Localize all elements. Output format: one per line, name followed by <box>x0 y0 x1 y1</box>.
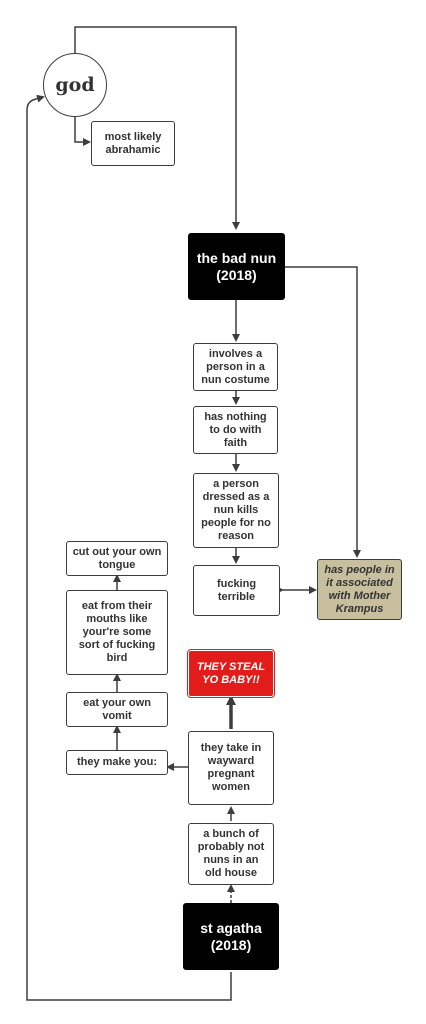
bird-label: eat from their mouths like your're some … <box>78 600 156 664</box>
costume-label: involves a person in a nun costume <box>201 347 270 386</box>
tongue-label: cut out your own tongue <box>72 545 162 571</box>
abrahamic-node: most likely abrahamic <box>91 121 175 166</box>
krampus-label: has people in it associated with Mother … <box>324 563 395 615</box>
bad-nun-label: the bad nun (2018) <box>196 249 277 283</box>
make-you-label: they make you: <box>76 756 158 768</box>
connector-bad-nun-to-krampus <box>285 266 361 558</box>
agatha-label: st agatha (2018) <box>200 919 262 953</box>
connector-god-to-abrahamic <box>74 117 91 146</box>
faith-label: has nothing to do with faith <box>204 410 267 449</box>
kills-label: a person dressed as a nun kills people f… <box>201 478 271 542</box>
take-in-node: they take in wayward pregnant women <box>188 731 274 805</box>
steal-baby-label: THEY STEAL YO BABY!! <box>196 660 266 686</box>
make-you-node: they make you: <box>66 750 168 775</box>
vomit-label: eat your own vomit <box>83 696 151 722</box>
krampus-node: has people in it associated with Mother … <box>317 559 402 620</box>
vomit-node: eat your own vomit <box>66 692 168 727</box>
terrible-node: fucking terrible <box>193 565 280 616</box>
terrible-label: fucking terrible <box>216 577 257 603</box>
bad-nun-node: the bad nun (2018) <box>188 233 285 300</box>
god-node: god <box>43 53 107 117</box>
abrahamic-label: most likely abrahamic <box>104 130 162 156</box>
connector-agatha-to-god <box>26 94 232 1001</box>
god-label: god <box>55 74 95 96</box>
connector-god-to-bad-nun <box>74 26 240 230</box>
agatha-node: st agatha (2018) <box>183 903 279 970</box>
tongue-node: cut out your own tongue <box>66 541 168 576</box>
kills-node: a person dressed as a nun kills people f… <box>193 473 279 548</box>
bird-node: eat from their mouths like your're some … <box>66 590 168 675</box>
faith-node: has nothing to do with faith <box>193 406 278 454</box>
bunch-node: a bunch of probably not nuns in an old h… <box>188 823 274 885</box>
costume-node: involves a person in a nun costume <box>193 343 278 391</box>
take-in-label: they take in wayward pregnant women <box>200 742 262 793</box>
bunch-label: a bunch of probably not nuns in an old h… <box>197 828 265 879</box>
steal-baby-node: THEY STEAL YO BABY!! <box>188 650 274 697</box>
